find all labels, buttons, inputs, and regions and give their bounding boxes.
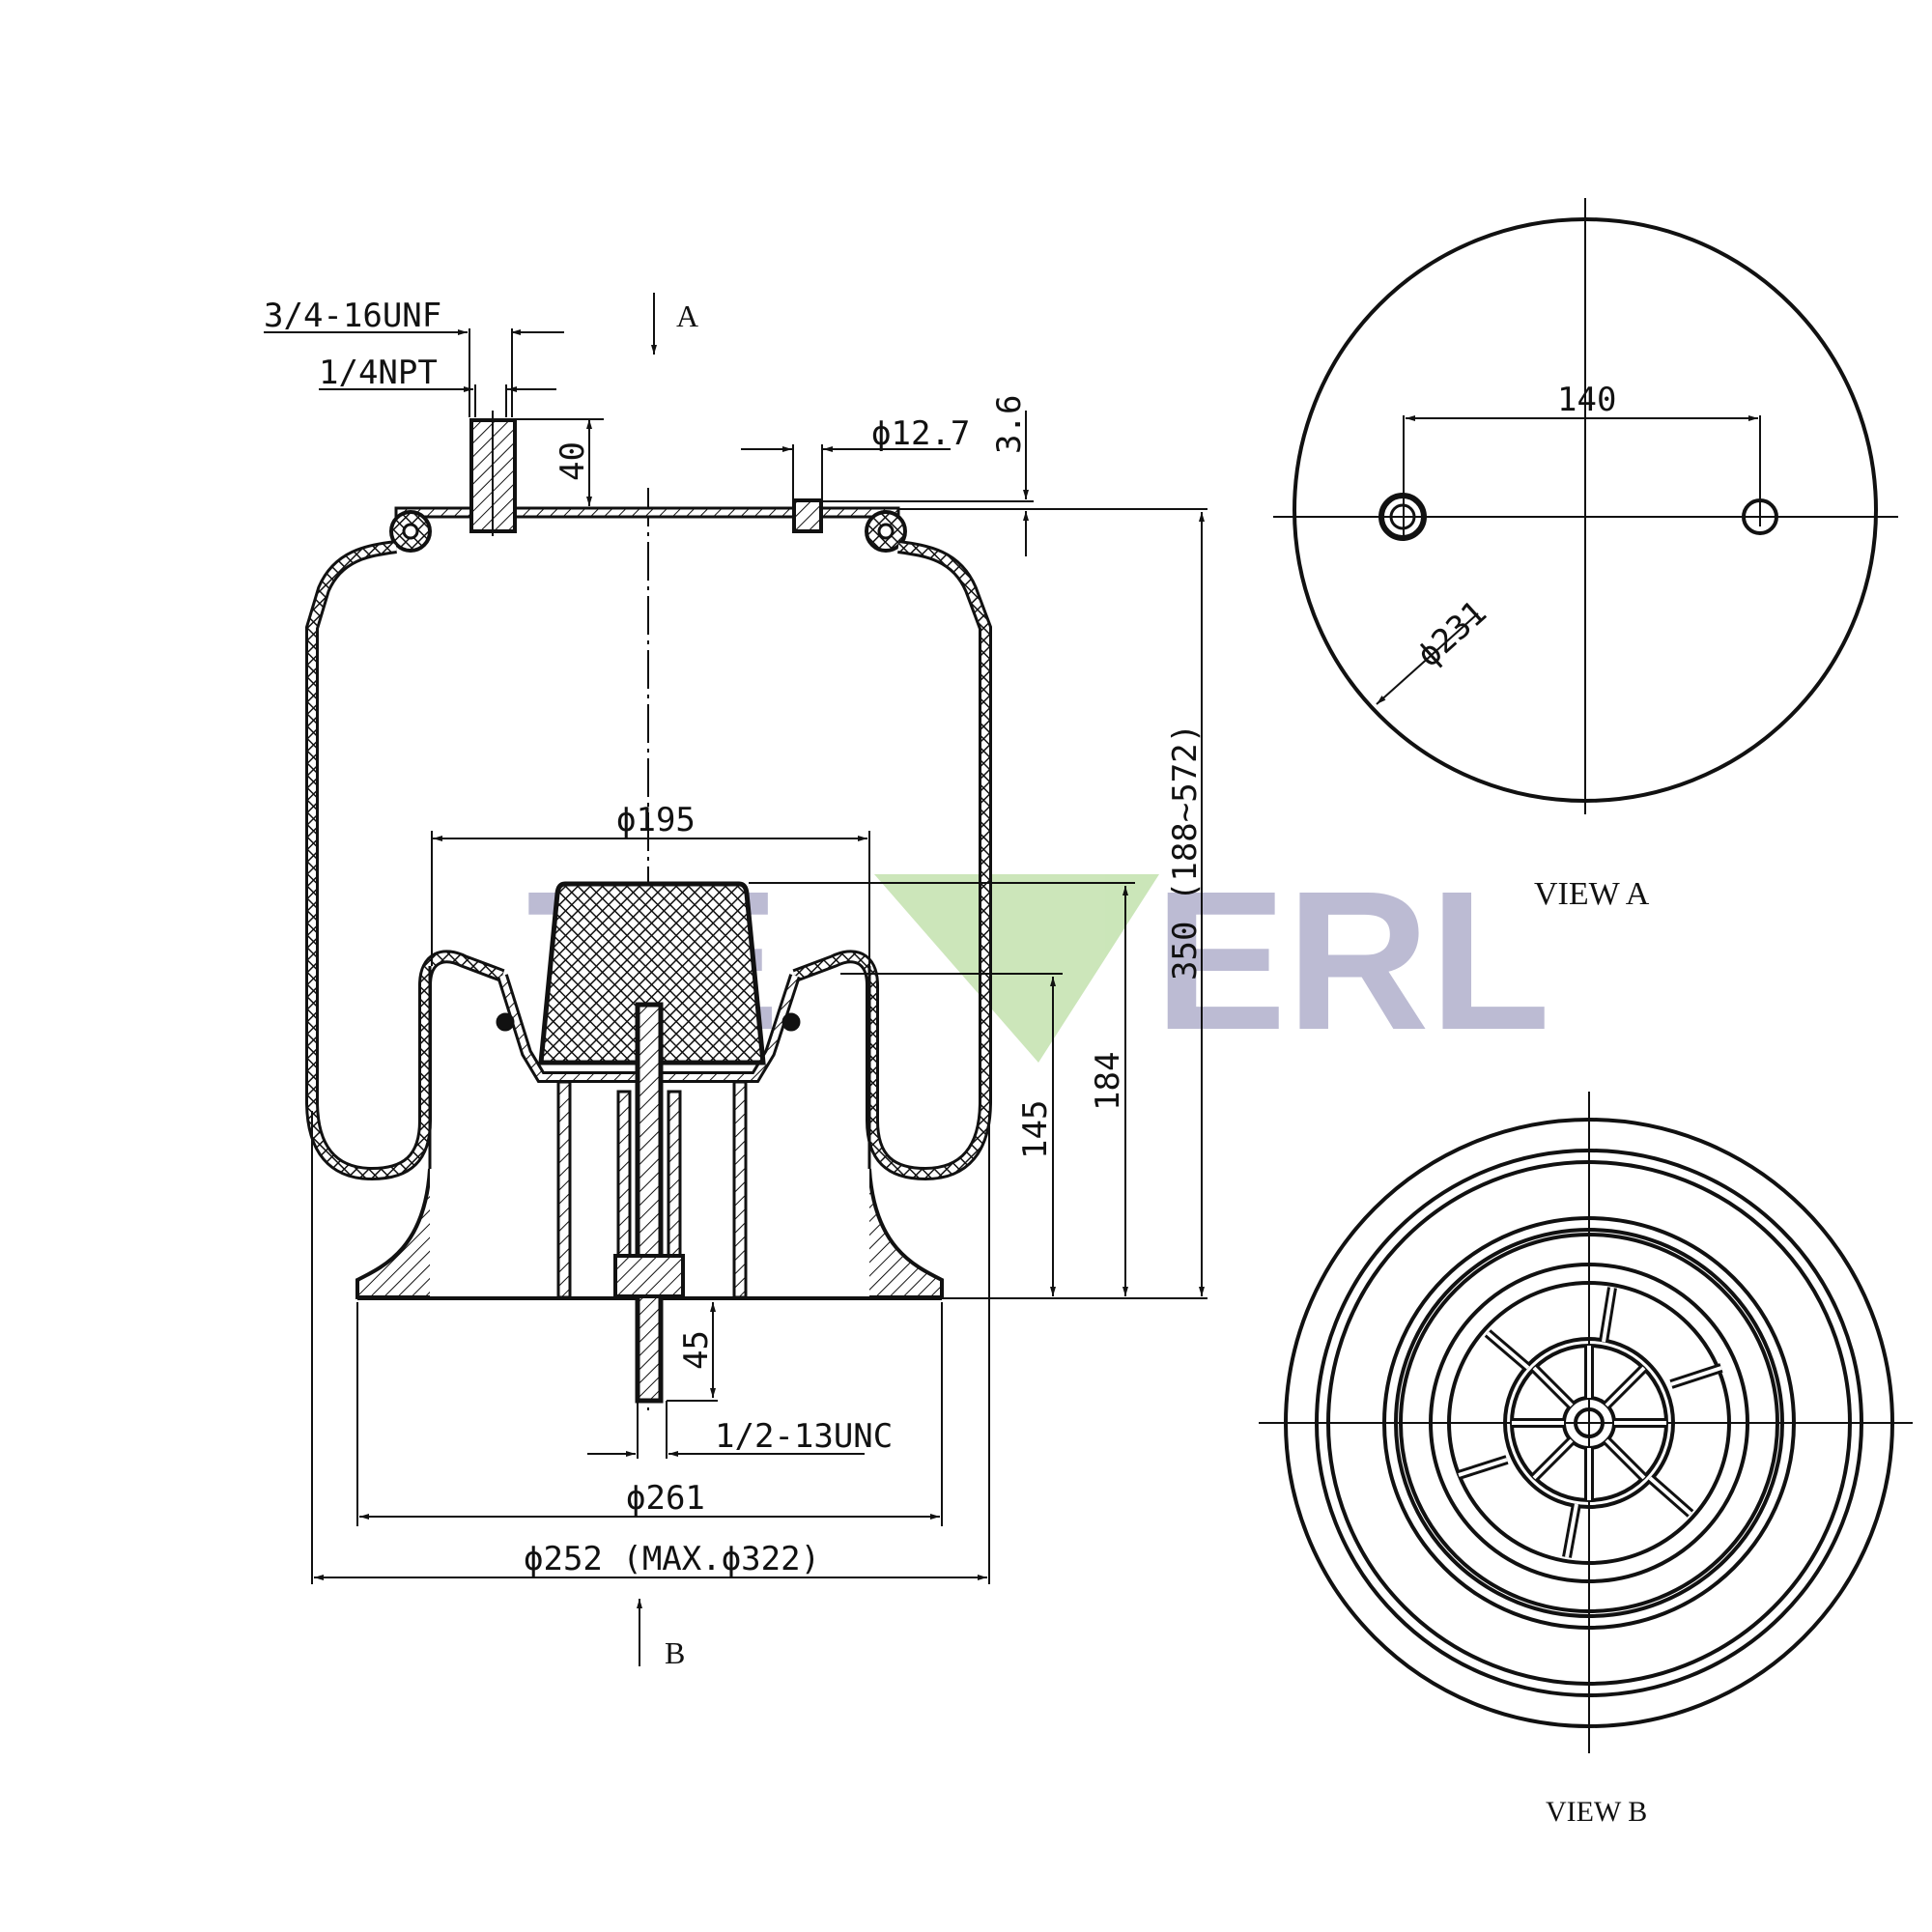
outer-ring [1284, 1118, 1894, 1728]
view-a [1273, 198, 1898, 814]
bellows-right [792, 540, 992, 1181]
view-arrow-b-label: B [665, 1635, 685, 1670]
dim-bolt-thread: 1/2-13UNC [715, 1417, 893, 1456]
dim-port: 1/4NPT [319, 354, 438, 392]
dim-plate-thickness: 3.6 [990, 395, 1029, 454]
view-arrow-a-label: A [676, 298, 698, 333]
view-b [1259, 1092, 1913, 1753]
bellows-left [305, 540, 505, 1181]
dim-stud-dia: ϕ12.7 [871, 414, 970, 453]
plate-dia-leader [1376, 612, 1479, 705]
nut [613, 1254, 685, 1298]
dim-port-height: 40 [554, 441, 592, 481]
dimension-labels: A 3/4-16UNF 1/4NPT 40 ϕ12.7 3.6 ϕ195 350… [264, 297, 1205, 1670]
dimensions [264, 293, 1208, 1666]
view-a-hole-spacing: 140 [1557, 381, 1616, 419]
bolt [635, 1002, 664, 1404]
dim-height-piston: 145 [1016, 1100, 1055, 1159]
dim-piston-dia: ϕ195 [616, 801, 696, 839]
dim-height-total: 350 (188~572) [1166, 724, 1205, 980]
bump-stop [538, 881, 766, 1065]
dim-base-dia: ϕ261 [626, 1479, 705, 1518]
view-b-label: VIEW B [1546, 1796, 1647, 1828]
dim-bolt-length: 45 [677, 1330, 716, 1370]
dim-height-bumper: 184 [1089, 1052, 1127, 1111]
top-plate [394, 506, 900, 519]
dim-thread-top: 3/4-16UNF [264, 297, 441, 335]
watermark-accent [874, 874, 1159, 1063]
view-a-label: VIEW A [1534, 876, 1650, 912]
hub-ring [1503, 1337, 1675, 1509]
dim-bellows-dia: ϕ252 (MAX.ϕ322) [524, 1540, 820, 1578]
watermark-text-right: ERL [1154, 850, 1550, 1071]
section-view [305, 411, 992, 1410]
mounting-stud [792, 498, 823, 533]
